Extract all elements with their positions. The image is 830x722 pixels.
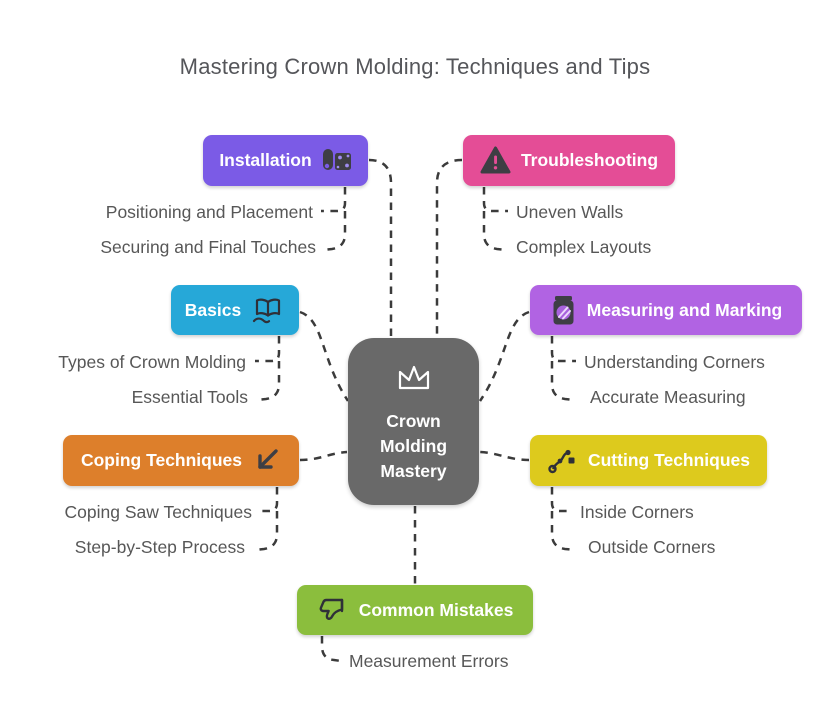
node-coping-techniques: Coping Techniques <box>63 435 299 486</box>
connector-coping-child2 <box>254 511 279 552</box>
crown-icon <box>392 360 436 401</box>
connector-troubleshooting-child2 <box>482 211 507 252</box>
connector-basics-center <box>299 310 350 402</box>
node-crown-molding-mastery: Crown Molding Mastery <box>348 338 479 505</box>
connector-basics-child2 <box>256 361 281 402</box>
subtopic-essential-tools: Essential Tools <box>131 387 248 407</box>
node-troubleshooting-label: Troubleshooting <box>520 150 659 170</box>
subtopic-inside-corners: Inside Corners <box>580 502 694 522</box>
subtopic-positioning-and-placement: Positioning and Placement <box>105 202 313 222</box>
connector-basics-child1 <box>255 336 281 363</box>
arrow-down-left-icon <box>252 446 281 475</box>
connector-cutting-child1 <box>550 487 570 513</box>
connector-installation-center <box>368 158 393 337</box>
connector-cutting-center <box>479 450 530 462</box>
subtopic-complex-layouts: Complex Layouts <box>516 237 652 257</box>
node-common-mistakes: Common Mistakes <box>297 585 533 635</box>
node-installation: Installation <box>203 135 368 186</box>
node-measuring-and-marking: Measuring and Marking <box>530 285 802 335</box>
subtopic-types-of-crown-molding: Types of Crown Molding <box>58 352 246 372</box>
connector-mistakes-child1 <box>320 636 342 663</box>
warning-triangle-icon <box>480 146 511 175</box>
node-troubleshooting: Troubleshooting <box>463 135 675 186</box>
connector-troubleshooting-child1 <box>482 187 508 213</box>
route-path-icon <box>547 447 578 475</box>
connector-installation-child1 <box>321 187 347 213</box>
node-common-mistakes-label: Common Mistakes <box>358 599 514 620</box>
connector-coping-child1 <box>261 487 279 513</box>
connector-measuring-center <box>478 310 530 402</box>
measuring-jar-icon <box>550 295 577 326</box>
node-cutting-techniques-label: Cutting Techniques <box>587 450 751 470</box>
subtopic-securing-and-final-touches: Securing and Final Touches <box>100 237 316 257</box>
connector-installation-child2 <box>322 211 347 252</box>
subtopic-understanding-corners: Understanding Corners <box>584 352 765 372</box>
wallpaper-roller-icon <box>322 148 352 174</box>
node-measuring-and-marking-label: Measuring and Marking <box>586 299 783 320</box>
connector-cutting-child2 <box>550 511 577 552</box>
thumbs-down-icon <box>317 596 349 625</box>
connector-troubleshooting-center <box>435 158 463 337</box>
connector-coping-center <box>299 450 348 462</box>
subtopic-uneven-walls: Uneven Walls <box>516 202 624 222</box>
book-hand-icon <box>251 295 285 325</box>
subtopic-step-by-step-process: Step-by-Step Process <box>74 537 245 557</box>
subtopic-outside-corners: Outside Corners <box>588 537 716 557</box>
node-cutting-techniques: Cutting Techniques <box>530 435 767 486</box>
connector-measuring-child1 <box>550 336 576 363</box>
subtopic-coping-saw-techniques: Coping Saw Techniques <box>64 502 252 522</box>
node-basics: Basics <box>171 285 299 335</box>
subtopic-accurate-measuring: Accurate Measuring <box>590 387 746 407</box>
node-coping-techniques-label: Coping Techniques <box>80 450 243 470</box>
node-basics-label: Basics <box>184 299 242 320</box>
center-node-label: Crown Molding Mastery <box>379 410 448 481</box>
page-title: Mastering Crown Molding: Techniques and … <box>179 54 651 79</box>
subtopic-measurement-errors: Measurement Errors <box>349 651 509 671</box>
node-installation-label: Installation <box>219 150 312 170</box>
connector-measuring-child2 <box>550 361 575 402</box>
